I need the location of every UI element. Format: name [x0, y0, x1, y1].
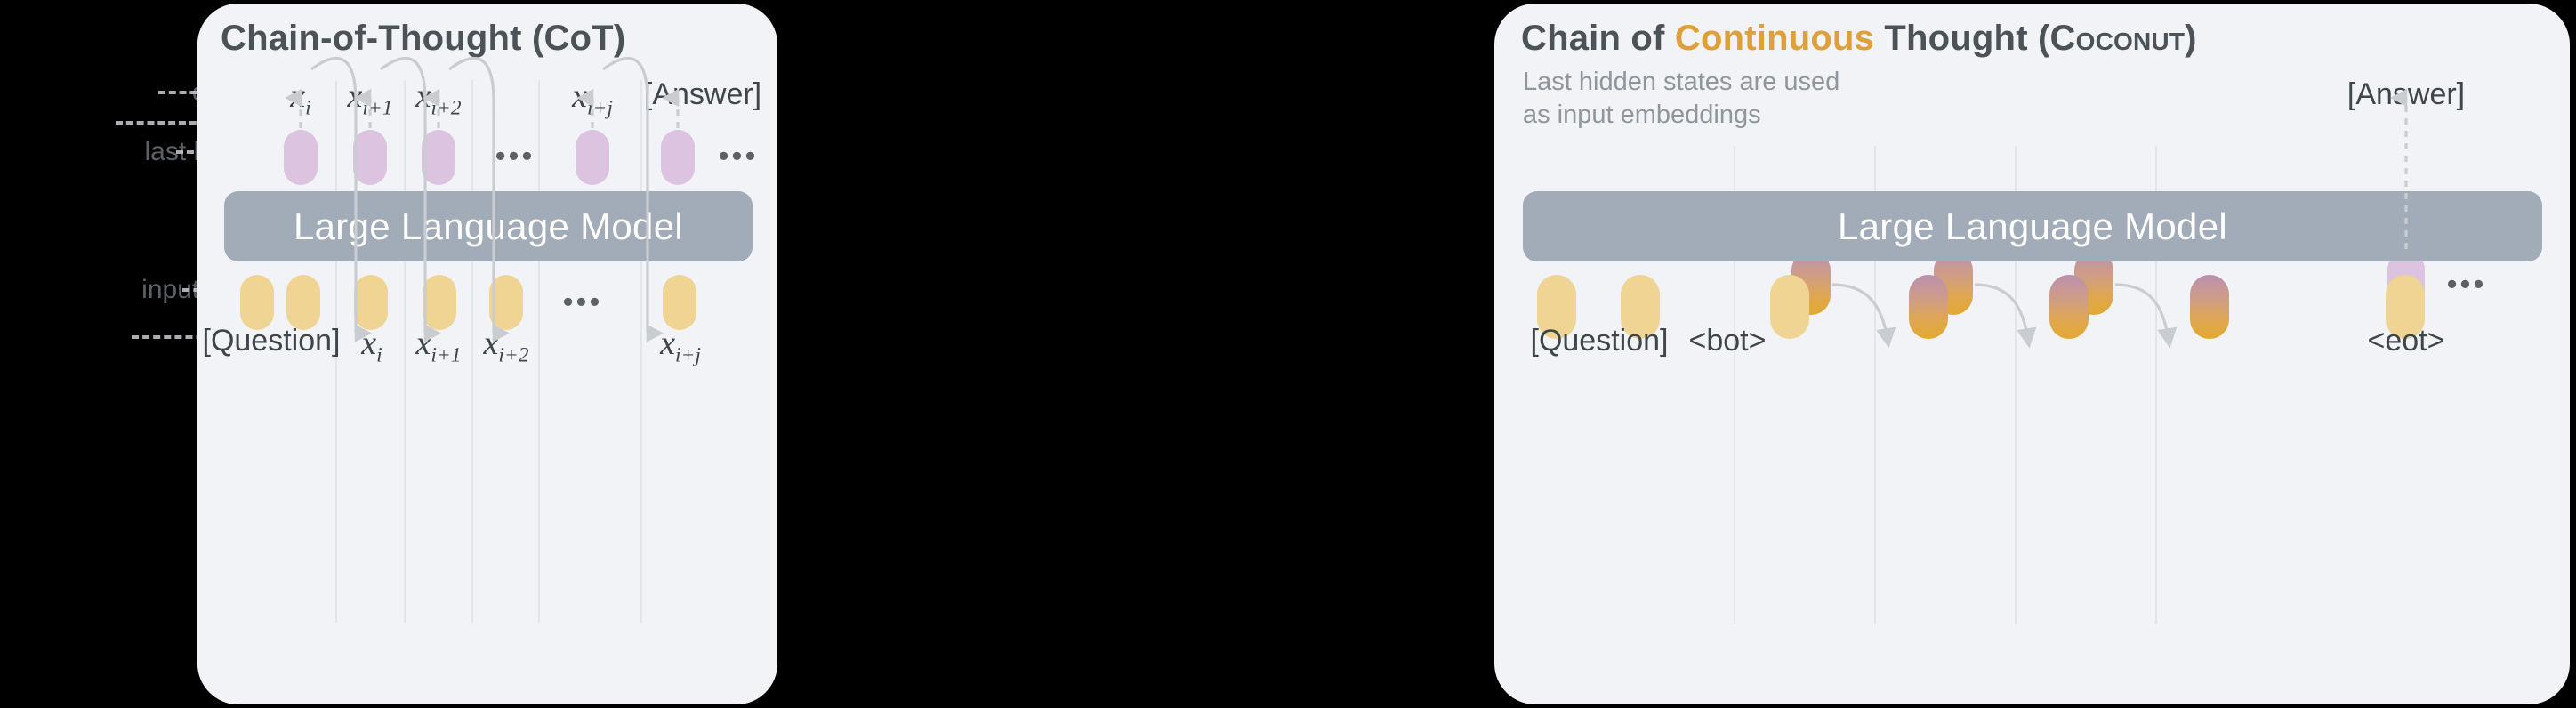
input-embedding-pill	[1770, 275, 1809, 339]
input-embedding-pill	[1537, 275, 1576, 339]
continuous-thought-pill	[2190, 275, 2229, 339]
cot-input-token: xi	[361, 325, 382, 367]
coconut-panel-title: Chain of Continuous Thought (Coconut)	[1521, 19, 2197, 59]
cot-answer-token: [Answer]	[643, 77, 762, 111]
hidden-state-pill	[284, 130, 318, 185]
cot-output-token: xi+1	[347, 77, 393, 120]
coconut-answer-token: [Answer]	[2347, 77, 2466, 111]
hidden-state-pill	[576, 130, 609, 185]
cot-llm-box: Large Language Model	[224, 191, 753, 261]
input-embedding-pill	[489, 275, 523, 330]
input-embedding-pill	[354, 275, 388, 330]
cot-input-token: xi+j	[660, 325, 701, 367]
input-embedding-pill	[423, 275, 456, 330]
continuous-thought-pill	[2049, 275, 2089, 339]
coconut-panel-main: Chain of Continuous Thought (Coconut) La…	[1494, 4, 2570, 704]
cot-output-token: xi+2	[415, 77, 462, 120]
coconut-subtitle: Last hidden states are used as input emb…	[1523, 68, 1840, 130]
cot-hidden-state-ellipsis-tail: •••	[718, 139, 759, 173]
continuous-thought-pill	[1909, 275, 1948, 339]
cot-col-sep-1	[335, 80, 337, 623]
cot-input-token: [Question]	[202, 324, 341, 358]
cot-col-sep-2	[404, 80, 406, 623]
input-embedding-pill	[286, 275, 320, 330]
cot-panel-title: Chain-of-Thought (CoT)	[221, 19, 626, 58]
input-embedding-pill	[2386, 275, 2425, 339]
coconut-llm-box: Large Language Model	[1523, 191, 2542, 261]
cot-embedding-ellipsis: •••	[562, 285, 603, 319]
cot-output-token: xi+j	[572, 77, 613, 120]
input-embedding-pill	[1621, 275, 1660, 339]
hidden-state-pill	[422, 130, 455, 185]
cot-panel-main: Chain-of-Thought (CoT) ••• ••• Large Lan…	[197, 4, 777, 704]
input-embedding-pill	[663, 275, 696, 330]
coconut-llm-label: Large Language Model	[1837, 205, 2228, 247]
cot-col-sep-4	[538, 80, 540, 623]
cot-col-sep-5	[640, 80, 642, 623]
cot-hidden-state-ellipsis: •••	[495, 139, 535, 173]
coconut-col-sep-1	[1734, 146, 1735, 624]
hidden-state-pill	[661, 130, 695, 185]
coconut-title-pre: Chain of	[1521, 19, 1675, 58]
cot-col-sep-3	[471, 80, 473, 623]
coconut-input-token: [Question]	[1530, 324, 1669, 358]
cot-llm-label: Large Language Model	[293, 205, 684, 247]
coconut-input-token: <bot>	[1688, 324, 1767, 358]
hidden-state-pill	[353, 130, 387, 185]
coconut-title-post: )	[2185, 19, 2197, 58]
coconut-col-sep-4	[2155, 146, 2157, 624]
cot-output-token: xi	[290, 77, 311, 120]
coconut-col-sep-2	[1874, 146, 1876, 624]
coconut-col-sep-3	[2015, 146, 2017, 624]
coconut-title-mid: Thought (	[1874, 19, 2050, 58]
coconut-input-token: <eot>	[2367, 324, 2445, 358]
cot-input-token: xi+1	[415, 325, 462, 367]
coconut-hidden-state-ellipsis: •••	[2446, 267, 2487, 302]
coconut-title-accent: Continuous	[1674, 19, 1875, 58]
coconut-title-name: Coconut	[2049, 19, 2186, 58]
input-embedding-pill	[240, 275, 274, 330]
cot-input-token: xi+2	[483, 325, 529, 367]
